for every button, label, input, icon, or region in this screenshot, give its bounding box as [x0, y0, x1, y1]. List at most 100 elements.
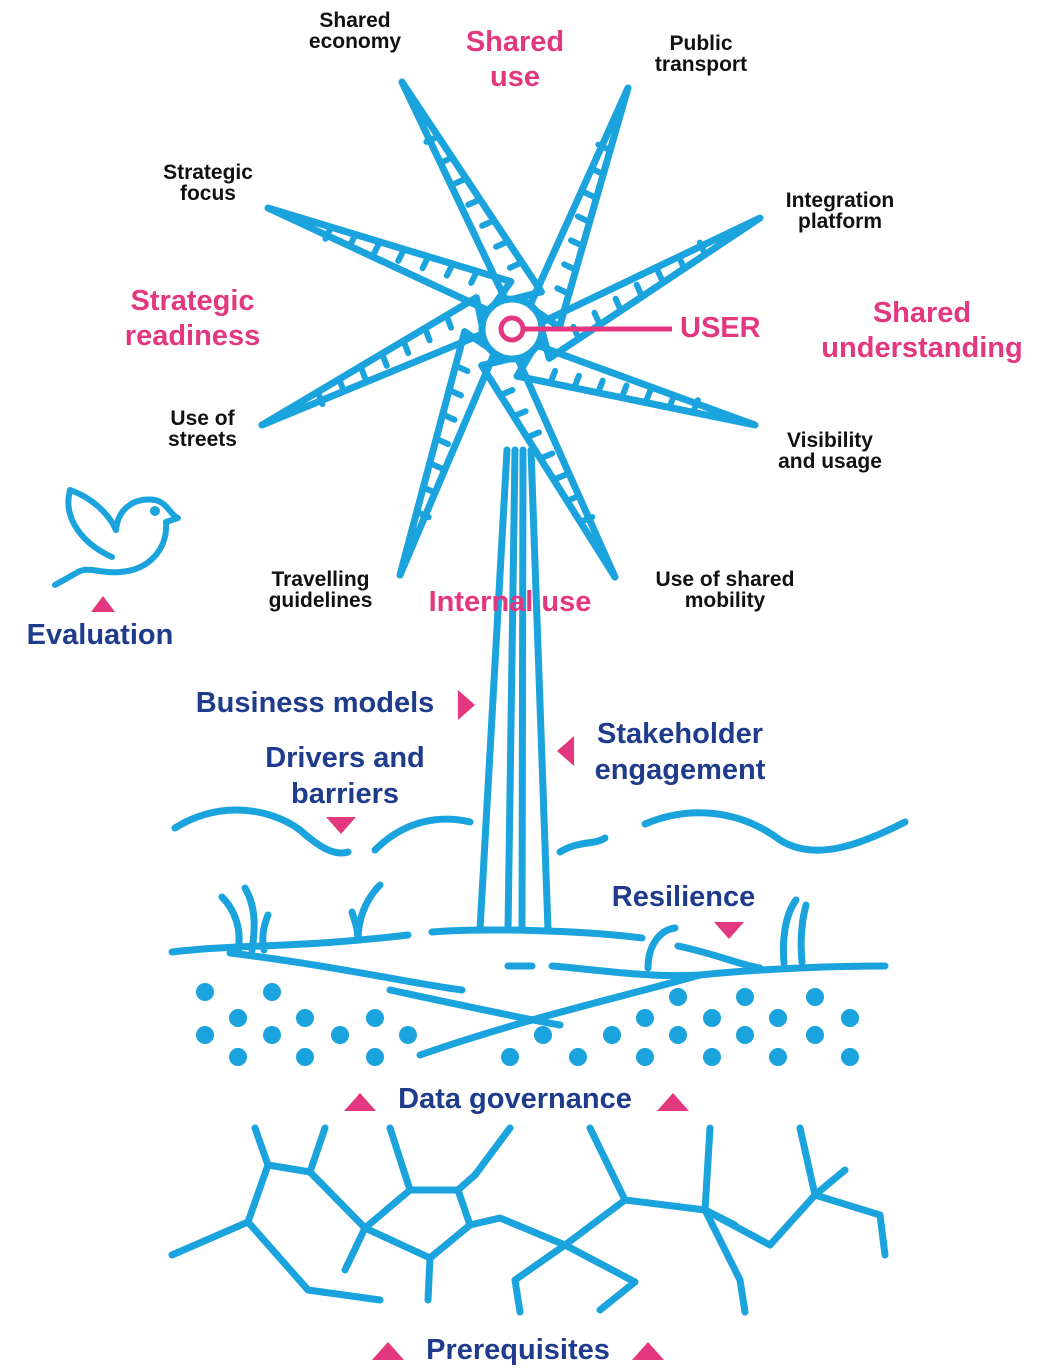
- soil-dot: [636, 1009, 654, 1027]
- hatch-mark: [451, 175, 470, 187]
- hatch-mark: [554, 285, 572, 297]
- factor-prerequisites-text: Prerequisites: [426, 1334, 610, 1366]
- soil-dot: [603, 1026, 621, 1044]
- drivers-down-triangle: [326, 817, 356, 834]
- hatch-mark: [322, 224, 335, 242]
- soil-dot: [196, 983, 214, 1001]
- hatch-mark: [510, 408, 529, 420]
- hatch-mark: [336, 376, 347, 395]
- hatch-mark: [346, 231, 359, 250]
- factor-evaluation: Evaluation: [15, 621, 185, 650]
- hatch-mark: [379, 350, 390, 369]
- prerequisites-left-triangle: [372, 1342, 404, 1360]
- hatch-mark: [497, 387, 516, 399]
- soil-dot: [229, 1048, 247, 1066]
- hatch-mark: [654, 267, 667, 286]
- soil-dot: [736, 988, 754, 1006]
- user-label: USER: [680, 314, 790, 343]
- hatch-mark: [547, 367, 559, 386]
- blade-2: [536, 214, 764, 362]
- data-governance-left-triangle: [344, 1093, 376, 1111]
- hatch-mark: [443, 260, 456, 279]
- soil-dot: [841, 1048, 859, 1066]
- hatch-mark: [420, 484, 439, 496]
- hatch-mark: [452, 362, 471, 375]
- soil-dot: [331, 1026, 349, 1044]
- hatch-mark: [439, 411, 458, 423]
- hatch-mark: [633, 281, 645, 300]
- soil-dot: [569, 1048, 587, 1066]
- hatch-mark: [426, 460, 445, 472]
- business-models-right-triangle: [458, 690, 475, 720]
- evaluation-up-triangle: [91, 596, 115, 612]
- hatch-mark: [563, 492, 582, 504]
- soil-dot: [263, 983, 281, 1001]
- category-internal-use-text: Internal use: [428, 586, 592, 618]
- hatch-mark: [561, 261, 579, 273]
- hatch-mark: [507, 259, 525, 271]
- hatch-mark: [571, 372, 582, 391]
- hatch-mark: [419, 253, 432, 272]
- blade-7: [264, 204, 515, 315]
- data-governance-right-triangle: [657, 1093, 689, 1111]
- hatch-mark: [618, 382, 630, 401]
- hatch-mark: [413, 508, 432, 521]
- grass-icon: [218, 881, 810, 972]
- soil-dot: [229, 1009, 247, 1027]
- hatch-mark: [523, 429, 542, 441]
- hatch-mark: [433, 435, 452, 448]
- wave-lines: [171, 806, 909, 857]
- soil-dot: [736, 1026, 754, 1044]
- hatch-mark: [675, 253, 688, 272]
- hatch-mark: [395, 246, 408, 264]
- hatch-mark: [581, 189, 600, 202]
- hatch-mark: [468, 268, 480, 286]
- hatch-mark: [421, 325, 433, 344]
- bird-icon: [52, 487, 181, 588]
- hatch-mark: [568, 237, 586, 249]
- soil-dot: [769, 1009, 787, 1027]
- blade-5: [396, 328, 499, 579]
- soil-dot: [196, 1026, 214, 1044]
- hatch-mark: [595, 141, 614, 154]
- hatch-mark: [690, 397, 701, 416]
- stakeholder-left-triangle: [557, 736, 574, 766]
- hatch-mark: [588, 165, 607, 178]
- factor-data-governance: Data governance: [380, 1085, 650, 1114]
- hatch-mark: [550, 471, 569, 483]
- windmill-hub: [478, 295, 672, 363]
- soil-dot: [703, 1048, 721, 1066]
- soil-dot: [636, 1048, 654, 1066]
- soil-dot: [669, 1026, 687, 1044]
- soil-dot: [501, 1048, 519, 1066]
- soil-dot: [769, 1048, 787, 1066]
- soil-dot: [399, 1026, 417, 1044]
- blade-4: [478, 353, 619, 581]
- soil-dot: [366, 1009, 384, 1027]
- factor-data-governance-text: Data governance: [398, 1083, 632, 1115]
- hatch-mark: [443, 312, 455, 331]
- factor-prerequisites: Prerequisites: [408, 1336, 628, 1365]
- hatch-mark: [666, 392, 678, 411]
- hill-lines: [168, 926, 889, 1059]
